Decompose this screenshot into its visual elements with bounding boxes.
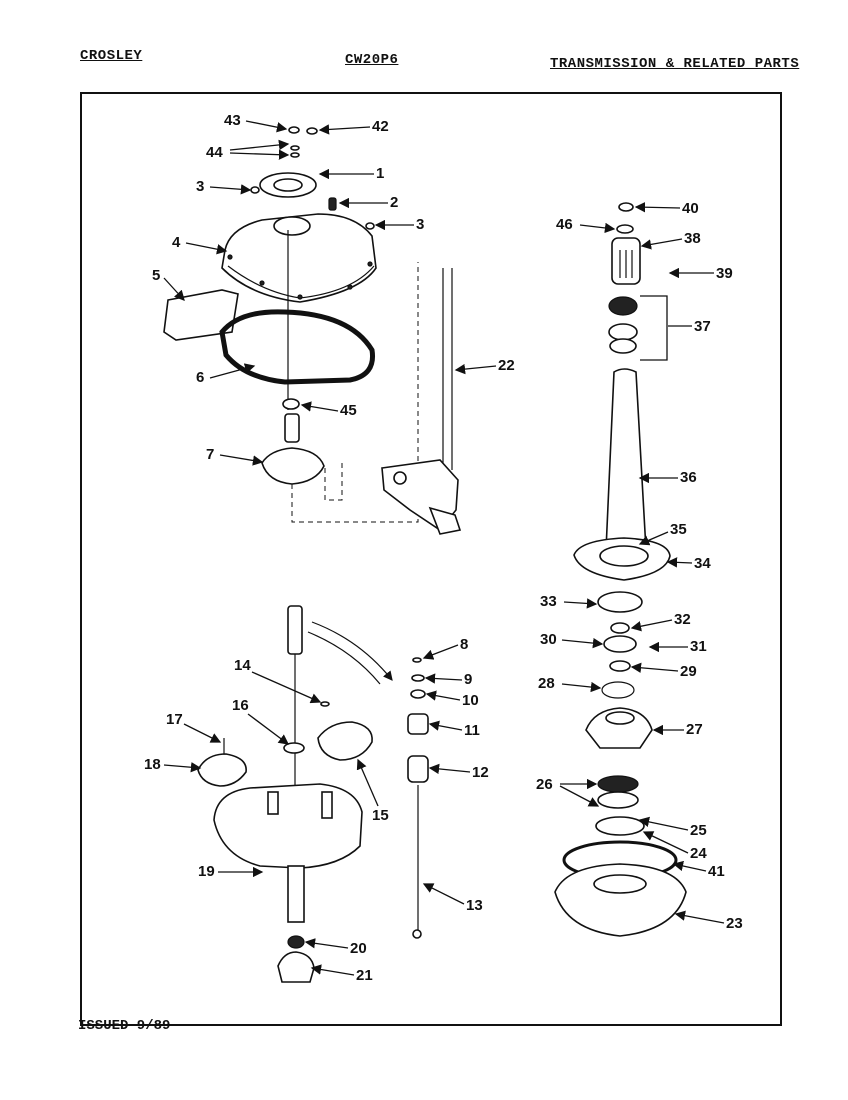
upper-cover-assembly	[163, 126, 462, 535]
callout-39: 39	[716, 265, 733, 282]
callout-13: 13	[466, 897, 483, 914]
callout-1: 1	[376, 165, 384, 182]
callout-44: 44	[206, 144, 223, 161]
callout-16: 16	[232, 697, 249, 714]
callout-2: 2	[390, 194, 398, 211]
callout-32: 32	[674, 611, 691, 628]
callout-19: 19	[198, 863, 215, 880]
callout-25: 25	[690, 822, 707, 839]
callout-21: 21	[356, 967, 373, 984]
callout-45: 45	[340, 402, 357, 419]
issued-date: ISSUED 9/89	[78, 1018, 171, 1034]
callout-11: 11	[464, 722, 480, 739]
callout-3a: 3	[196, 178, 204, 195]
callout-37: 37	[694, 318, 711, 335]
callout-40: 40	[682, 200, 699, 217]
callout-7: 7	[206, 446, 214, 463]
callout-33: 33	[540, 593, 557, 610]
right-tube-assembly	[554, 202, 687, 937]
callout-3b: 3	[416, 216, 424, 233]
callout-36: 36	[680, 469, 697, 486]
section-title: TRANSMISSION & RELATED PARTS	[550, 56, 800, 72]
callout-8: 8	[460, 636, 468, 653]
callout-43: 43	[224, 112, 241, 129]
callout-23: 23	[726, 915, 743, 932]
callout-10: 10	[462, 692, 479, 709]
callout-34: 34	[694, 555, 711, 572]
callout-29: 29	[680, 663, 697, 680]
callout-6: 6	[196, 369, 204, 386]
callout-41: 41	[708, 863, 725, 880]
callout-18: 18	[144, 756, 161, 773]
callout-24: 24	[690, 845, 707, 862]
callout-20: 20	[350, 940, 367, 957]
callout-9: 9	[464, 671, 472, 688]
callout-35: 35	[670, 521, 687, 538]
callout-28: 28	[538, 675, 555, 692]
callout-labels: 1 2 3 3 4 5 6 7 8 9 10 11 12 13 14 15 16…	[144, 112, 743, 984]
callout-4: 4	[172, 234, 181, 251]
callout-42: 42	[372, 118, 389, 135]
callout-22: 22	[498, 357, 515, 374]
callout-31: 31	[690, 638, 707, 655]
callout-17: 17	[166, 711, 183, 728]
callout-38: 38	[684, 230, 701, 247]
callout-15: 15	[372, 807, 389, 824]
brand-name: CROSLEY	[80, 48, 143, 64]
callout-46: 46	[556, 216, 573, 233]
diagram-frame	[80, 92, 782, 1026]
callout-14: 14	[234, 657, 251, 674]
callout-5: 5	[152, 267, 160, 284]
callout-12: 12	[472, 764, 489, 781]
callout-26: 26	[536, 776, 553, 793]
callout-30: 30	[540, 631, 557, 648]
model-number: CW20P6	[345, 52, 399, 68]
gearcase-assembly	[197, 605, 429, 983]
callout-27: 27	[686, 721, 703, 738]
